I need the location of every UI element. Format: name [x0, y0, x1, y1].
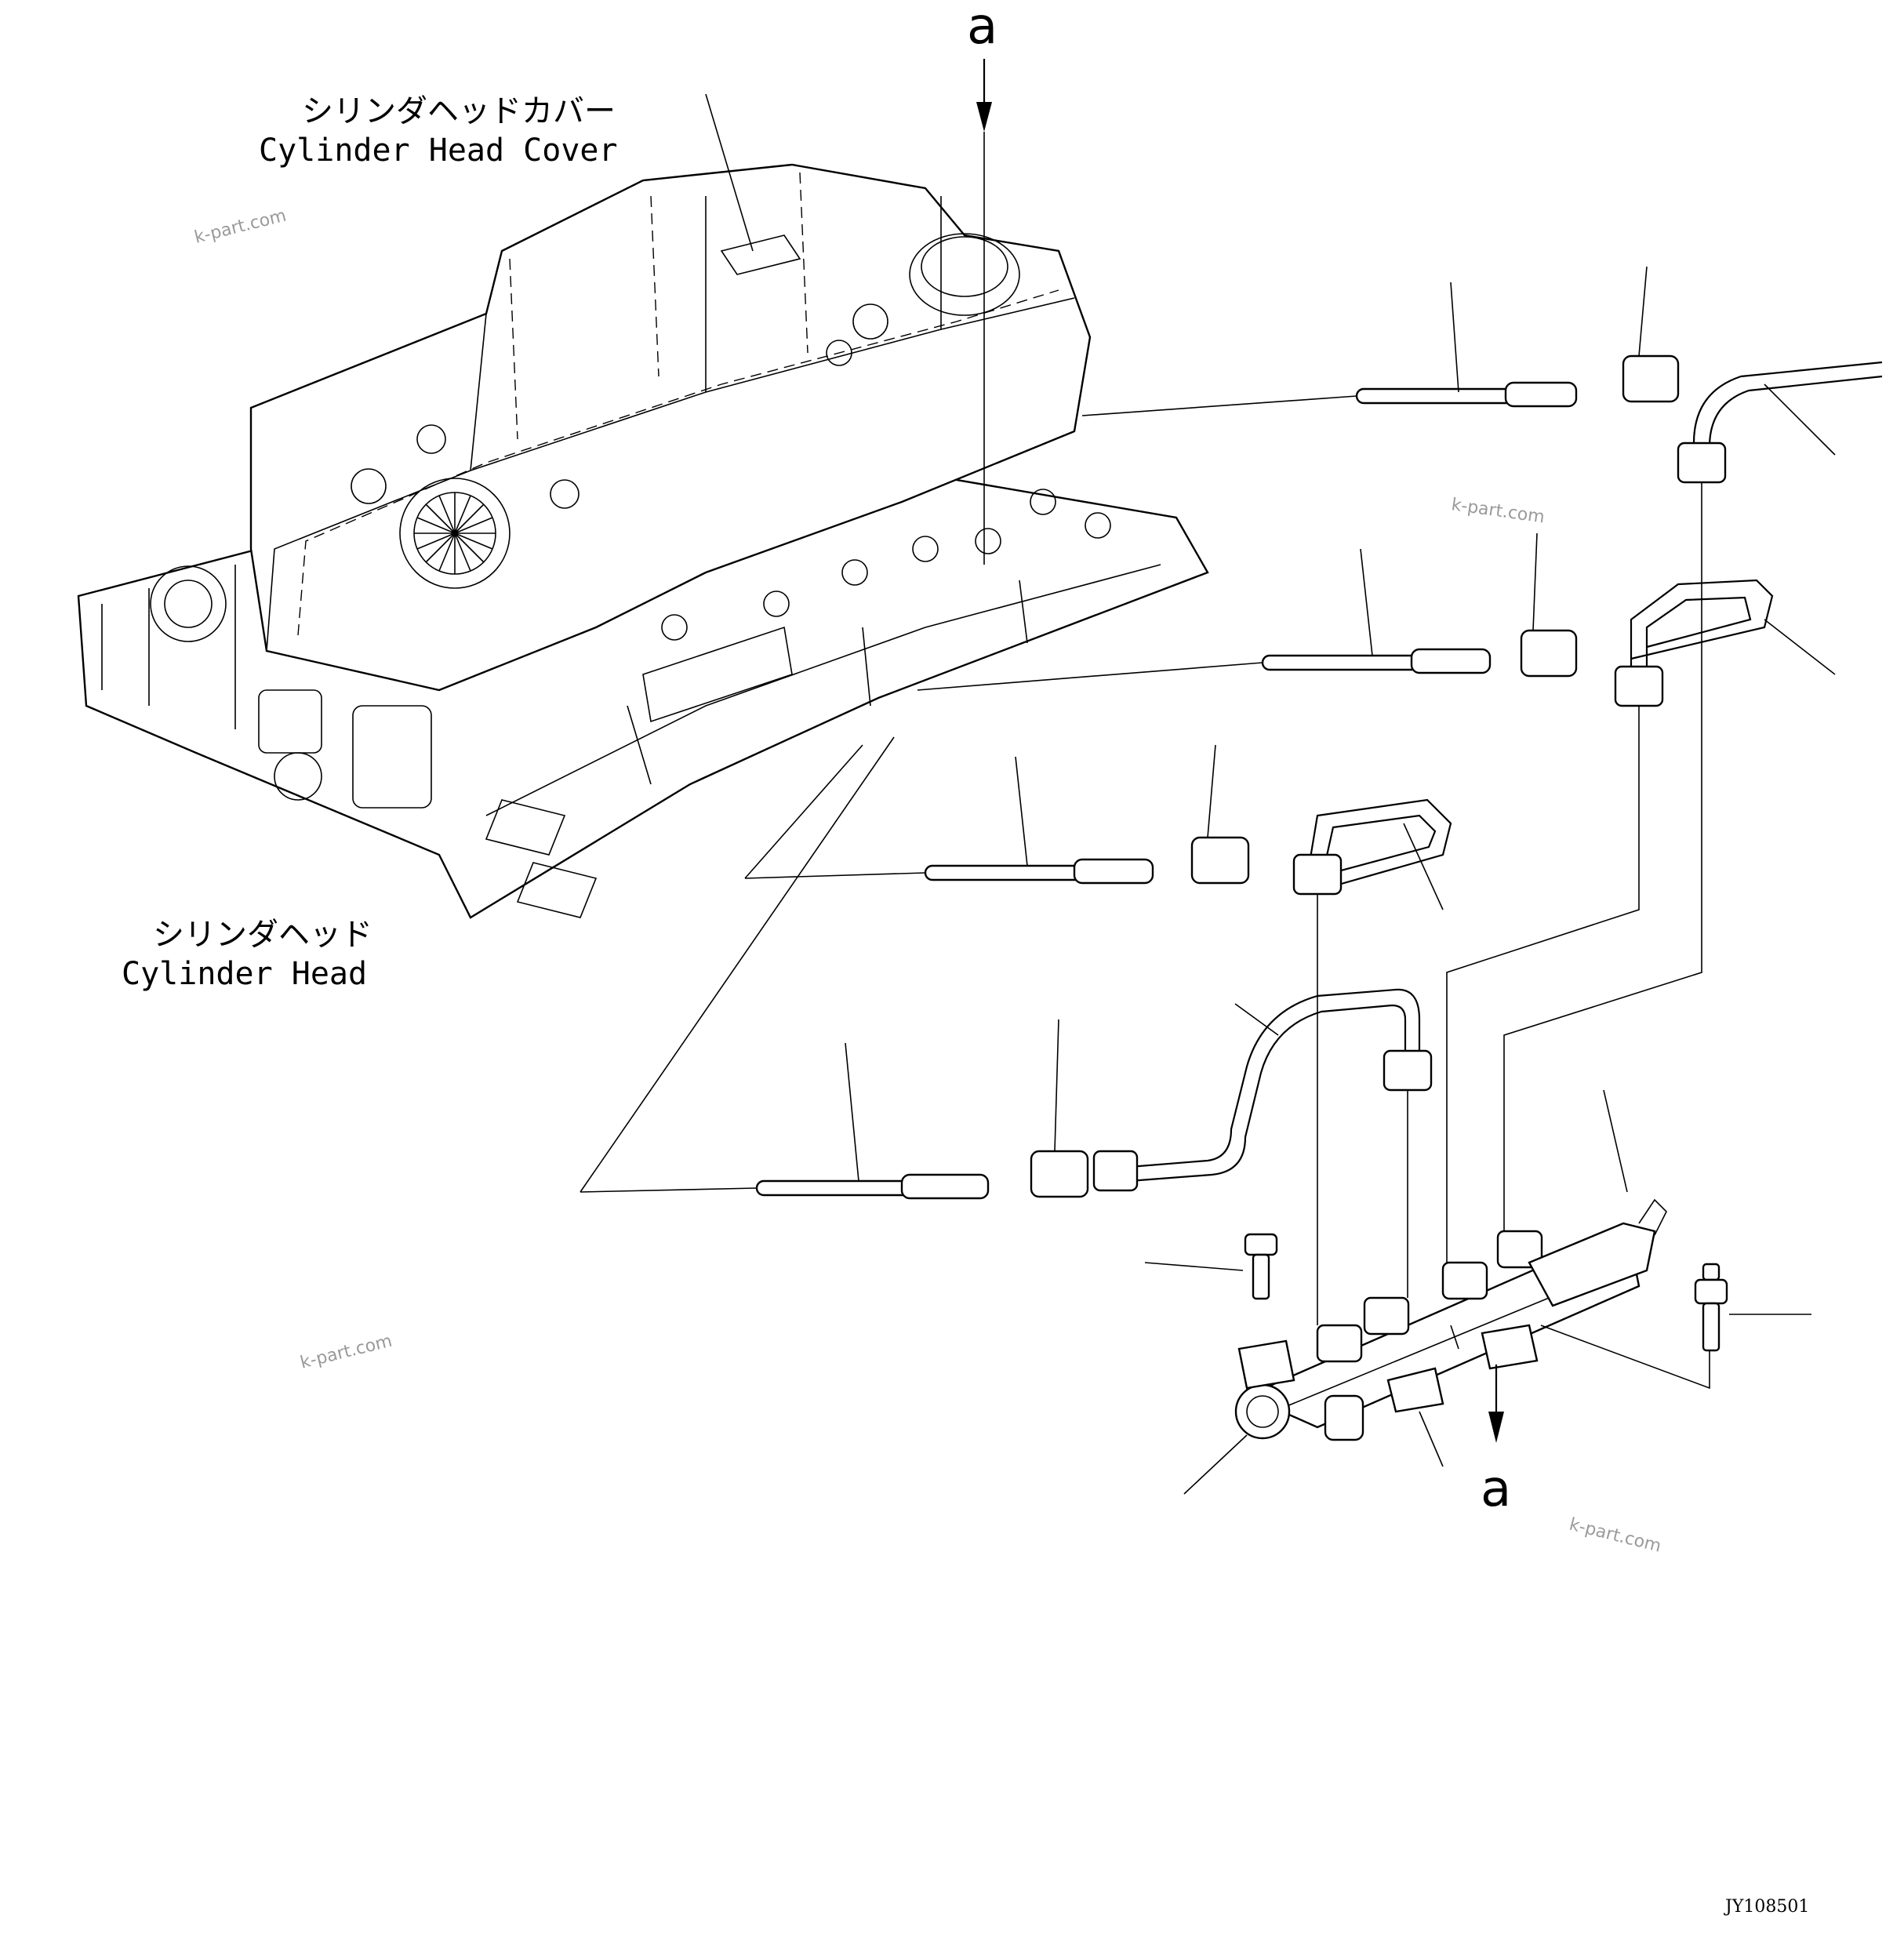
connector-nut-1 — [1622, 354, 1680, 403]
connector-nut-2 — [1520, 629, 1578, 678]
connector-nut-4 — [1030, 1150, 1089, 1198]
fuel-pipe-2 — [1614, 579, 1774, 725]
head-cover-label-en: Cylinder Head Cover — [259, 133, 618, 169]
injector-3 — [924, 858, 1154, 885]
connector-nut-3 — [1190, 836, 1250, 885]
breather-vanes-icon — [414, 492, 496, 574]
fuel-pipe-4 — [1092, 988, 1433, 1192]
watermark: k-part.com — [298, 1332, 394, 1373]
injector-2 — [1261, 648, 1492, 674]
injector-4 — [755, 1173, 990, 1200]
watermark: k-part.com — [192, 206, 288, 248]
common-rail — [1234, 1198, 1667, 1441]
fuel-pipe-1 — [1677, 361, 1883, 502]
drawing-code: JY108501 — [1724, 1897, 1809, 1917]
head-cover-label-jp: シリンダヘッドカバー — [302, 93, 616, 129]
fuel-pipe-3 — [1292, 798, 1452, 914]
rail-mounting-bolt-left — [1244, 1233, 1278, 1300]
view-marker-a-bottom: a — [1481, 1460, 1511, 1518]
assembly-lines — [580, 59, 1836, 1495]
head-label-en: Cylinder Head — [122, 956, 367, 992]
watermark: k-part.com — [1450, 495, 1546, 527]
view-marker-a-top: a — [967, 0, 997, 56]
cylinder-head-assembly — [77, 163, 1209, 919]
injector-1 — [1355, 381, 1578, 408]
rail-mounting-stud-right — [1694, 1263, 1728, 1352]
head-label-jp: シリンダヘッド — [153, 917, 372, 953]
watermark: k-part.com — [1568, 1515, 1663, 1557]
